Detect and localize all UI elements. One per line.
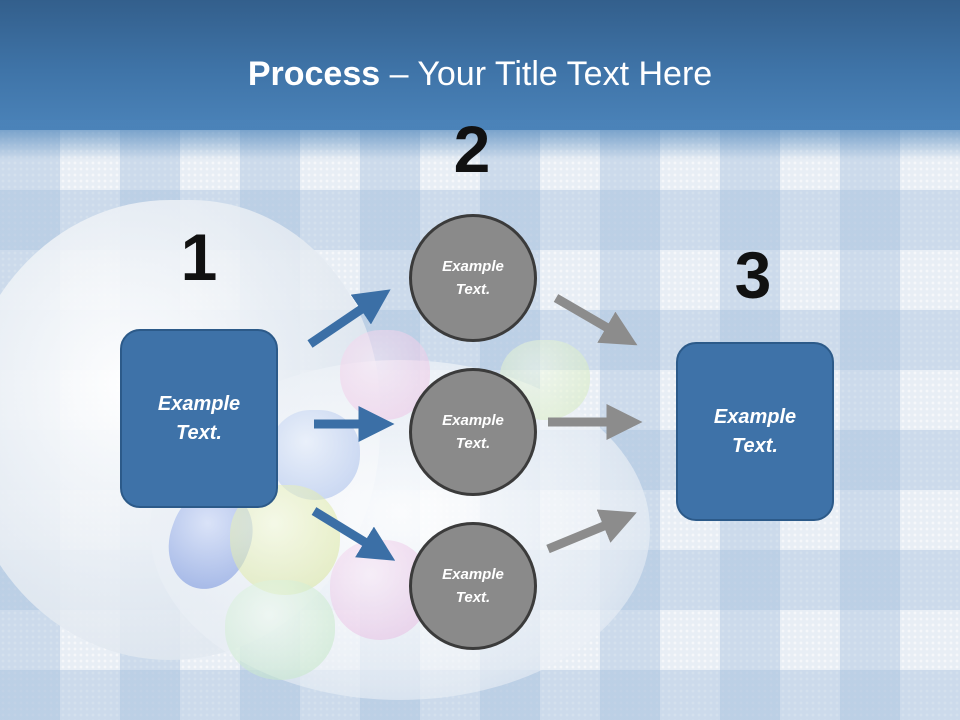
step-1-box-text: Example Text. [157, 392, 241, 444]
circle-text: Example Text. [442, 258, 504, 298]
arrow-right-up-icon [307, 289, 391, 348]
step-3-box-text: Example Text. [713, 405, 797, 457]
step-1-box[interactable]: Example Text. [120, 329, 278, 508]
step-number-1: 1 [180, 220, 218, 294]
header-fade [0, 120, 960, 160]
gem-image [225, 580, 335, 680]
arrow-right-up-icon [546, 509, 637, 554]
step-2-circle-top[interactable]: Example Text. [409, 214, 537, 342]
title-bold: Process [247, 55, 381, 93]
step-2-circle-bottom[interactable]: Example Text. [409, 522, 537, 650]
arrow-right-down-icon [311, 507, 396, 561]
circle-text: Example Text. [442, 412, 504, 452]
title-rest: – Your Title Text Here [380, 55, 713, 93]
header-band [0, 0, 960, 130]
slide-title[interactable]: Process – Your Title Text Here [0, 54, 960, 94]
step-3-box[interactable]: Example Text. [676, 342, 834, 521]
circle-text: Example Text. [442, 566, 504, 606]
arrow-right-down-icon [553, 294, 638, 346]
step-number-3: 3 [734, 238, 772, 312]
step-number-2: 2 [453, 112, 491, 186]
step-2-circle-middle[interactable]: Example Text. [409, 368, 537, 496]
